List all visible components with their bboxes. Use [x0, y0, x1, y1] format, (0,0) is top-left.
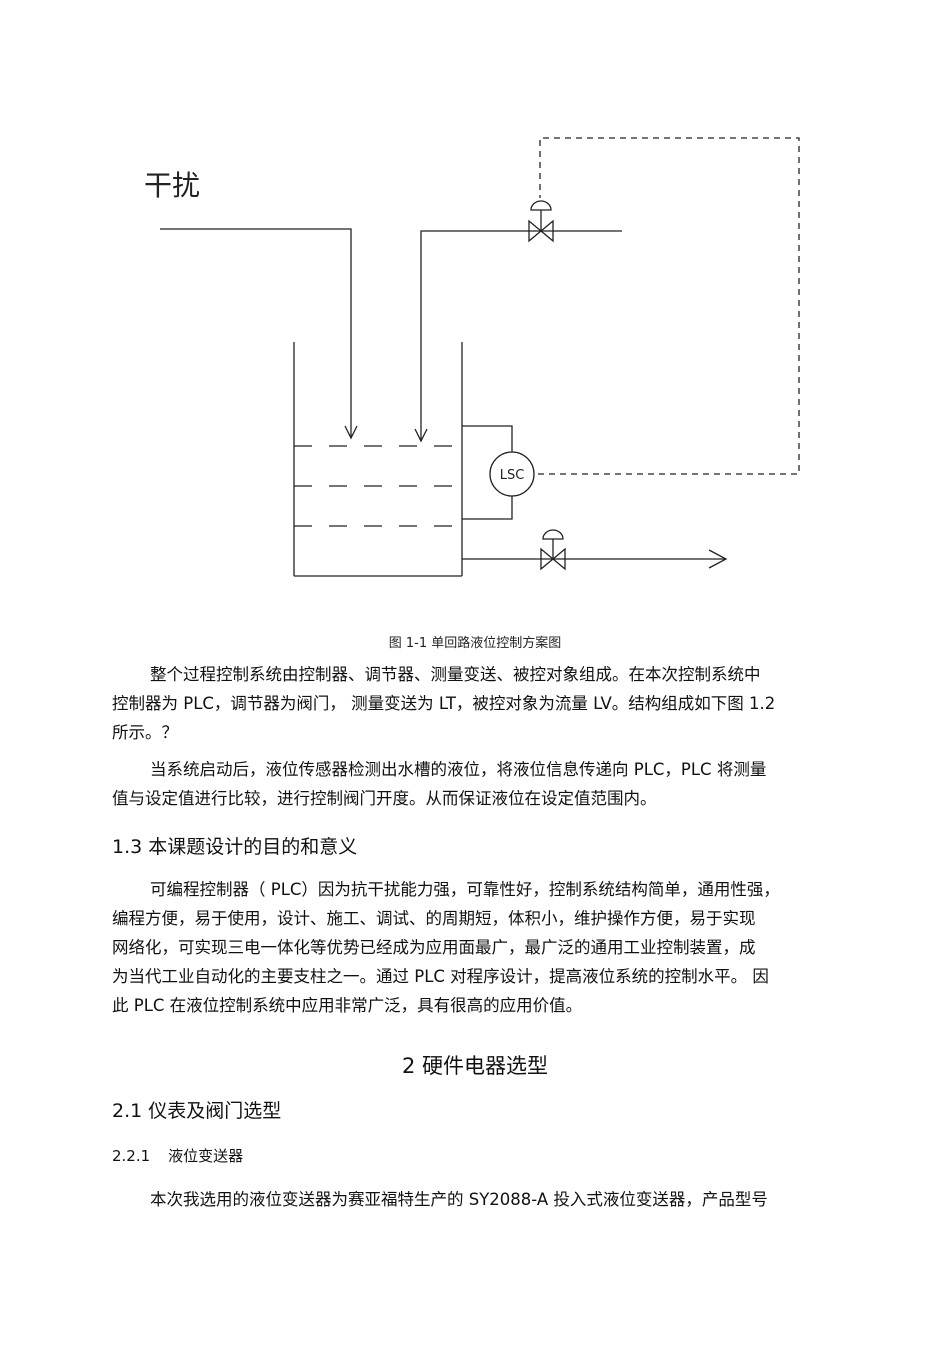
- paragraph-line: 网络化，可实现三电一体化等优势已经成为应用面最广，最广泛的通用工业控制装置，成: [112, 938, 756, 957]
- paragraph-line: 编程方便，易于使用，设计、施工、调试、的周期短，体积小，维护操作方便，易于实现: [112, 909, 756, 928]
- outflow-valve: [540, 529, 566, 571]
- paragraph-line: 整个过程控制系统由控制器、调节器、测量变送、被控对象组成。在本次控制系统中: [150, 665, 761, 684]
- paragraph-line: 值与设定值进行比较，进行控制阀门开度。从而保证液位在设定值范围内。: [112, 789, 657, 808]
- control-signal-line: [538, 137, 800, 475]
- figure-caption: 图 1-1 单回路液位控制方案图: [388, 636, 562, 651]
- paragraph-level-transmitter: 本次我选用的液位变送器为赛亚福特生产的 SY2088-A 投入式液位变送器，产品…: [112, 1185, 864, 1214]
- paragraph-structure: 整个过程控制系统由控制器、调节器、测量变送、被控对象组成。在本次控制系统中 控制…: [112, 660, 864, 747]
- paragraph-line: 可编程控制器（ PLC）因为抗干扰能力强，可靠性好，控制系统结构简单，通用性强，: [150, 880, 780, 899]
- lsc-label: LSC: [500, 468, 525, 483]
- inflow-control-valve: [528, 200, 554, 243]
- paragraph-line: 本次我选用的液位变送器为赛亚福特生产的 SY2088-A 投入式液位变送器，产品…: [150, 1190, 768, 1209]
- subsection-number: 2.2.1: [112, 1147, 151, 1165]
- lsc-controller: LSC: [489, 451, 535, 497]
- paragraph-purpose: 可编程控制器（ PLC）因为抗干扰能力强，可靠性好，控制系统结构简单，通用性强，…: [112, 875, 864, 1020]
- paragraph-line: 此 PLC 在液位控制系统中应用非常广泛，具有很高的应用价值。: [112, 996, 583, 1015]
- chapter-heading-2: 2 硬件电器选型: [401, 1054, 549, 1078]
- subsection-title: 液位变送器: [168, 1147, 244, 1165]
- level-sensor-connection: [462, 425, 513, 520]
- paragraph-startup: 当系统启动后，液位传感器检测出水槽的液位，将液位信息传递向 PLC，PLC 将测…: [112, 755, 864, 813]
- paragraph-line: 为当代工业自动化的主要支柱之一。通过 PLC 对程序设计，提高液位系统的控制水平…: [112, 967, 769, 986]
- subsection-heading-2-2-1: 2.2.1 液位变送器: [112, 1145, 243, 1166]
- control-scheme-diagram: 干扰: [144, 137, 800, 577]
- section-heading-2-1: 2.1 仪表及阀门选型: [112, 1100, 282, 1122]
- section-heading-1-3: 1.3 本课题设计的目的和意义: [112, 836, 358, 858]
- disturbance-inflow-pipe: [160, 228, 358, 440]
- disturbance-label: 干扰: [144, 169, 200, 202]
- paragraph-line: 所示。？: [112, 723, 178, 742]
- paragraph-line: 控制器为 PLC，调节器为阀门， 测量变送为 LT，被控对象为流量 LV。结构组…: [112, 694, 776, 713]
- outflow-pipe: [462, 549, 728, 569]
- inflow-pipe: [414, 230, 622, 443]
- tank: [293, 342, 463, 577]
- paragraph-line: 当系统启动后，液位传感器检测出水槽的液位，将液位信息传递向 PLC，PLC 将测…: [150, 760, 767, 779]
